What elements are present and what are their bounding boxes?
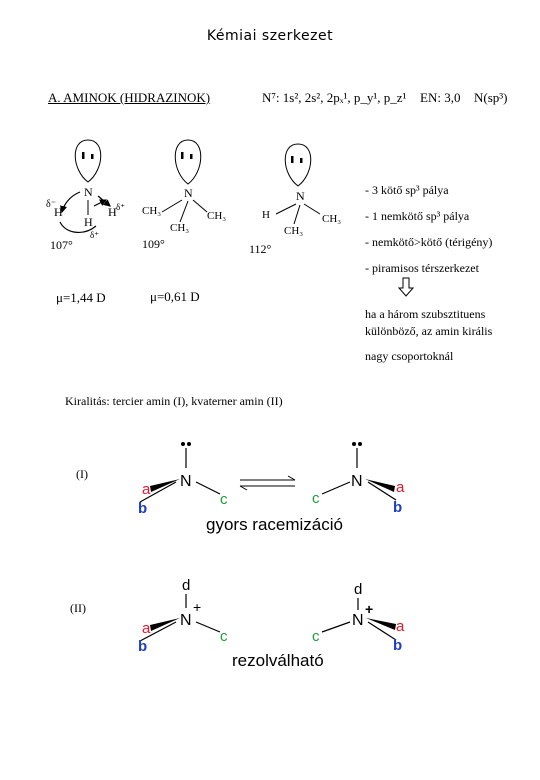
electron-configuration: N⁷: 1s², 2s², 2pₓ¹, p_y¹, p_z¹ <box>262 90 407 105</box>
substituent-b: b <box>393 499 402 516</box>
tertiary-amine-right: N a b c <box>312 442 405 516</box>
nitrogen-atom: N <box>352 612 364 629</box>
substituent-c: c <box>220 628 228 645</box>
nitrogen-atom: N <box>180 612 192 629</box>
ammonia-structure: N H H H δ⁻ δ⁺ δ⁺ 107° <box>46 139 125 252</box>
partial-charge: δ⁺ <box>90 230 99 240</box>
quaternary-ammonium-right: d N + a b c <box>312 581 405 654</box>
nitrogen-atom: N <box>296 189 305 203</box>
case-label: (I) <box>76 467 88 481</box>
bond-angle: 107° <box>50 238 73 252</box>
case-label: (II) <box>70 601 86 615</box>
quaternary-ammonium-left: d N + a b c <box>138 577 228 655</box>
racemization-caption: gyors racemizáció <box>206 515 343 534</box>
substituent-b: b <box>138 638 147 655</box>
partial-charge: δ⁻ <box>46 199 56 210</box>
nitrogen-atom: N <box>184 186 193 200</box>
hydrogen-atom: H <box>54 205 63 219</box>
property-item: - 1 nemkötő sp³ pálya <box>365 209 470 223</box>
substituent-d: d <box>354 581 362 598</box>
nitrogen-atom: N <box>84 185 93 199</box>
bond-angle: 112° <box>249 242 272 256</box>
chirality-note-line: ha a három szubsztituens <box>365 307 486 321</box>
substituent-d: d <box>182 577 190 594</box>
implies-arrow <box>397 277 415 297</box>
property-item: - 3 kötő sp³ pálya <box>365 183 449 197</box>
substituent-a: a <box>396 618 405 635</box>
nitrogen-atom: N <box>180 473 192 490</box>
chirality-note-line: különböző, az amin királis <box>365 324 493 338</box>
methyl-group: CH₃ <box>170 222 189 234</box>
dipole-moment-trimethylamine: μ=0,61 D <box>150 289 200 304</box>
substituent-c: c <box>312 628 320 645</box>
substituent-c: c <box>220 491 228 508</box>
trimethylamine-structure: N CH₃ CH₃ CH₃ 109° <box>142 139 226 251</box>
nitrogen-atom: N <box>351 473 363 490</box>
substituent-c: c <box>312 490 320 507</box>
chirality-note-line: nagy csoportoknál <box>365 349 454 363</box>
lone-pair-orbital <box>284 143 312 187</box>
substituent-b: b <box>138 500 147 517</box>
resolvable-caption: rezolválható <box>232 651 324 670</box>
methyl-group: CH₃ <box>142 205 161 217</box>
equilibrium-arrows <box>239 475 296 491</box>
positive-charge: + <box>365 601 373 617</box>
substituent-a: a <box>142 620 151 637</box>
positive-charge: + <box>193 599 201 615</box>
hybridization-label: N(sp³) <box>474 90 508 105</box>
chirality-heading: Kiralitás: tercier amin (I), kvaterner a… <box>65 394 283 408</box>
methyl-group: CH₃ <box>207 210 226 222</box>
section-heading: A. AMINOK (HIDRAZINOK) <box>48 90 211 105</box>
tertiary-amine-left: N a b c <box>138 442 228 517</box>
page-title: Kémiai szerkezet <box>206 28 334 44</box>
substituent-a: a <box>396 479 405 496</box>
bond-angle: 109° <box>142 237 165 251</box>
methyl-group: CH₃ <box>284 225 303 237</box>
partial-charge: δ⁺ <box>116 202 125 212</box>
dipole-moment-ammonia: μ=1,44 D <box>56 290 106 305</box>
substituent-b: b <box>393 637 402 654</box>
lone-pair-orbital <box>74 139 102 183</box>
hydrogen-atom: H <box>84 215 93 229</box>
electronegativity-value: EN: 3,0 <box>420 90 461 105</box>
hydrogen-atom: H <box>108 205 117 219</box>
hydrogen-atom: H <box>262 209 270 221</box>
lone-pair-orbital <box>174 139 202 185</box>
property-item: - nemkötő>kötő (térigény) <box>365 235 493 249</box>
methyl-group: CH₃ <box>322 213 341 225</box>
dimethylamine-structure: N H CH₃ CH₃ 112° <box>249 143 341 256</box>
property-item: - piramisos térszerkezet <box>365 261 479 275</box>
substituent-a: a <box>142 481 151 498</box>
